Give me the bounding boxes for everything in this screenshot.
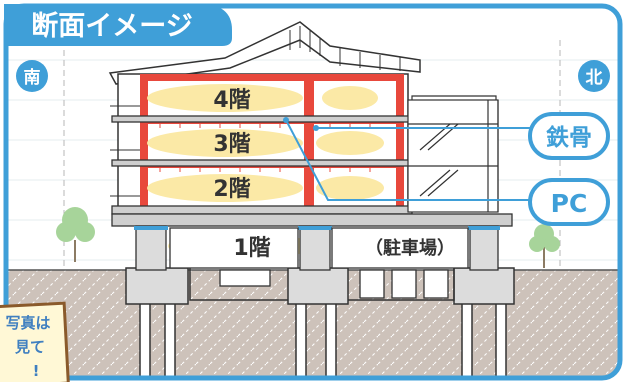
tree-left (56, 207, 95, 262)
floor-4-label: 4階 (213, 88, 250, 113)
pc-callout: PC (528, 178, 610, 226)
svg-text:北: 北 (586, 68, 603, 88)
floor-3-label: 3階 (213, 132, 250, 157)
title-tab: 断面イメージ (4, 4, 232, 46)
ground-floor-columns (135, 225, 499, 271)
floor-1-label: 1階 (233, 236, 270, 261)
floor-highlights (147, 84, 384, 260)
photo-note: 写真は 見て ! (0, 301, 70, 382)
tree-right (529, 224, 560, 268)
parking-label: （駐車場） (365, 237, 455, 259)
panel-border (3, 3, 623, 381)
svg-text:写真は: 写真は (5, 314, 50, 332)
diagram-title: 断面イメージ (31, 11, 192, 42)
south-marker: 南 (16, 60, 48, 92)
svg-text:!: ! (33, 362, 40, 380)
basement-wall (189, 268, 455, 301)
steel-callout: 鉄骨 (528, 112, 610, 160)
svg-text:見て: 見て (14, 338, 45, 356)
foundation-footings (125, 267, 515, 305)
leader-lines (285, 119, 538, 201)
svg-text:南: 南 (24, 67, 41, 88)
north-marker: 北 (578, 60, 610, 92)
svg-text:PC: PC (551, 189, 588, 218)
svg-text:鉄骨: 鉄骨 (546, 124, 592, 151)
floor-2-label: 2階 (213, 177, 250, 202)
north-stair (407, 95, 499, 213)
